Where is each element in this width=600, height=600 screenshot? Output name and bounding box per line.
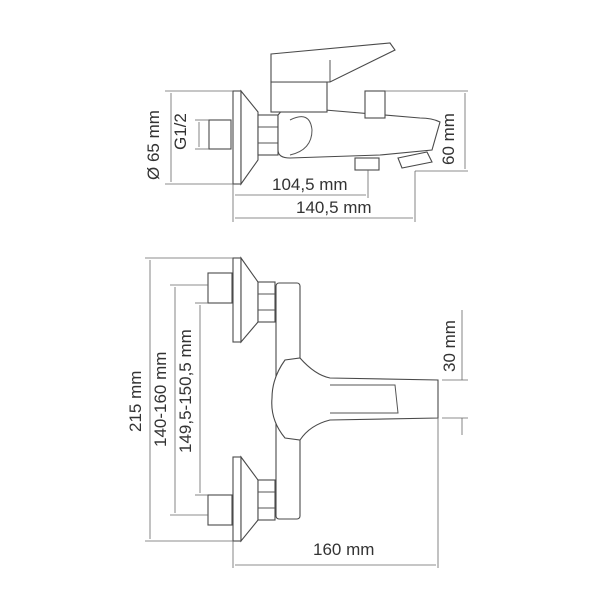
center-distance-label: 140-160 mm <box>151 351 170 447</box>
front-view-faucet <box>207 256 439 543</box>
front-view-dimensions <box>145 257 468 568</box>
top-view-dimensions <box>165 90 468 222</box>
top-view-faucet <box>208 42 441 186</box>
thread-label: G1/2 <box>171 113 190 150</box>
total-height-label: 215 mm <box>126 370 145 432</box>
spout-depth-label: 104,5 mm <box>272 175 348 194</box>
total-depth-label: 140,5 mm <box>296 198 372 217</box>
diameter-label: Ø 65 mm <box>144 110 163 180</box>
inlet-distance-label: 149,5-150,5 mm <box>176 329 195 453</box>
height-label: 60 mm <box>439 113 458 165</box>
total-width-label: 160 mm <box>313 540 375 559</box>
lever-height-label: 30 mm <box>440 320 459 372</box>
